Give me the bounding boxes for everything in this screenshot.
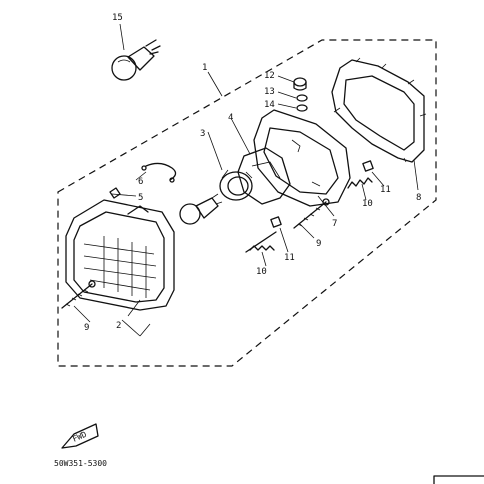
- label-part-7: 7: [332, 219, 337, 229]
- socket-part-3: [219, 169, 253, 201]
- bulb-part-5: [109, 187, 121, 199]
- label-part-2: 2: [116, 321, 121, 331]
- forward-direction-badge: FWD: [61, 423, 99, 449]
- nut-part-11-left: [270, 216, 282, 228]
- cap-part-12: [293, 77, 307, 91]
- label-part-9-left: 9: [84, 323, 89, 333]
- label-part-15: 15: [112, 13, 123, 23]
- label-part-14: 14: [264, 100, 275, 110]
- nut-part-11-right: [362, 160, 374, 172]
- screw-part-9-left: [61, 280, 96, 309]
- label-part-8: 8: [416, 193, 421, 203]
- label-part-12: 12: [264, 71, 275, 81]
- label-part-13: 13: [264, 87, 275, 97]
- washer-part-14: [296, 104, 308, 112]
- leader-lines: [73, 23, 419, 337]
- assembly-boundary: [57, 39, 437, 367]
- headlight-lens-part-2: [65, 199, 175, 311]
- housing-part-7: [253, 109, 351, 207]
- wire-part-6: [141, 162, 177, 183]
- label-part-9-right: 9: [316, 239, 321, 249]
- washer-part-13: [296, 94, 308, 102]
- label-part-11-left: 11: [284, 253, 295, 263]
- spring-part-10-right: [347, 177, 373, 189]
- headlight-bulb: [179, 193, 223, 225]
- rim-part-8: [331, 57, 427, 163]
- label-part-10-left: 10: [256, 267, 267, 277]
- spring-part-10-left: [245, 231, 277, 253]
- drawing-code: 50W351-5300: [54, 459, 107, 468]
- label-part-1: 1: [202, 63, 207, 73]
- label-part-3: 3: [200, 129, 205, 139]
- bulb-part-15: [111, 39, 161, 81]
- label-part-5: 5: [138, 193, 143, 203]
- label-part-10-right: 10: [362, 199, 373, 209]
- corner-mark: [433, 475, 484, 484]
- label-part-4: 4: [228, 113, 233, 123]
- label-part-6: 6: [138, 177, 143, 187]
- screw-part-9-right: [293, 198, 330, 229]
- label-part-11-right: 11: [380, 185, 391, 195]
- adjuster-part-4: [237, 147, 291, 205]
